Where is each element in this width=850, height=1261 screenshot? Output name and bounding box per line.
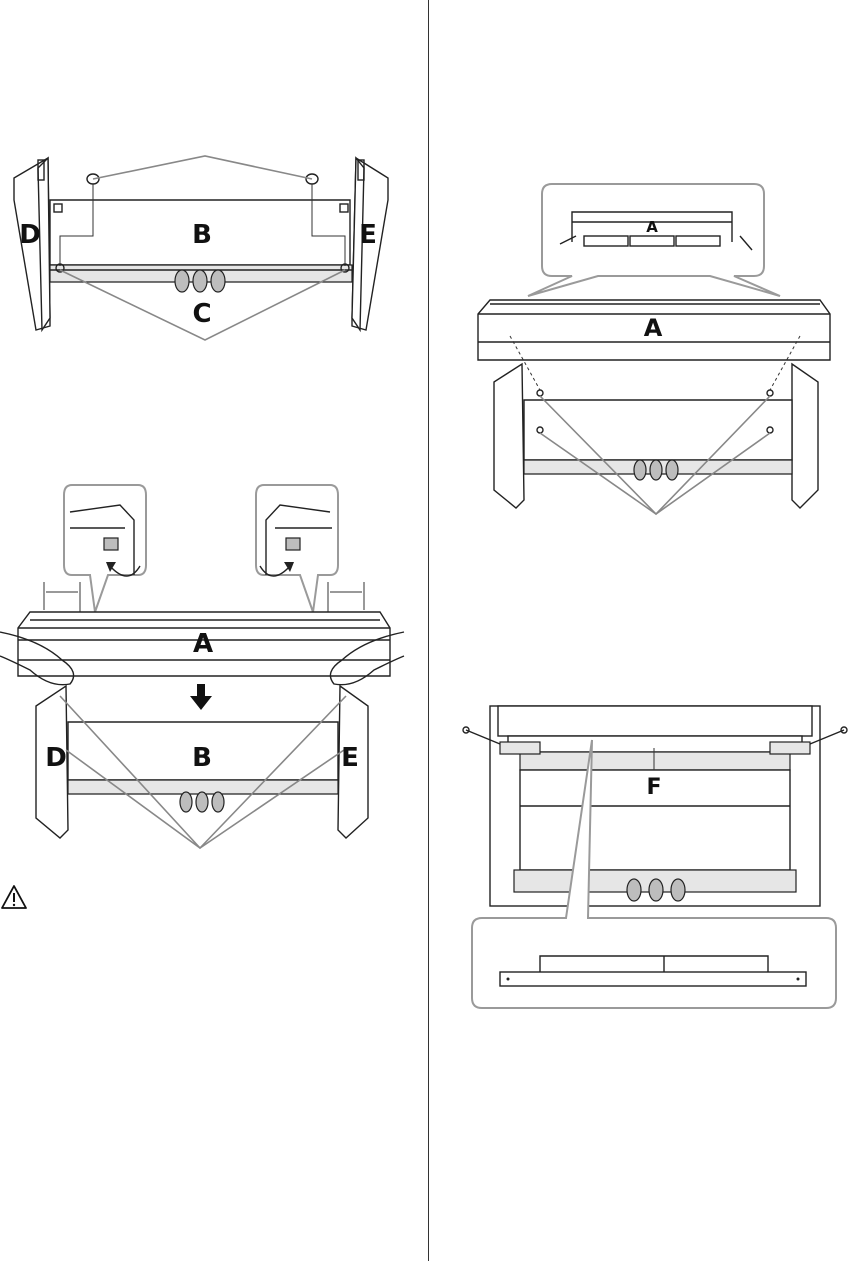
brace-f — [508, 736, 802, 752]
label-f: F — [646, 775, 661, 800]
